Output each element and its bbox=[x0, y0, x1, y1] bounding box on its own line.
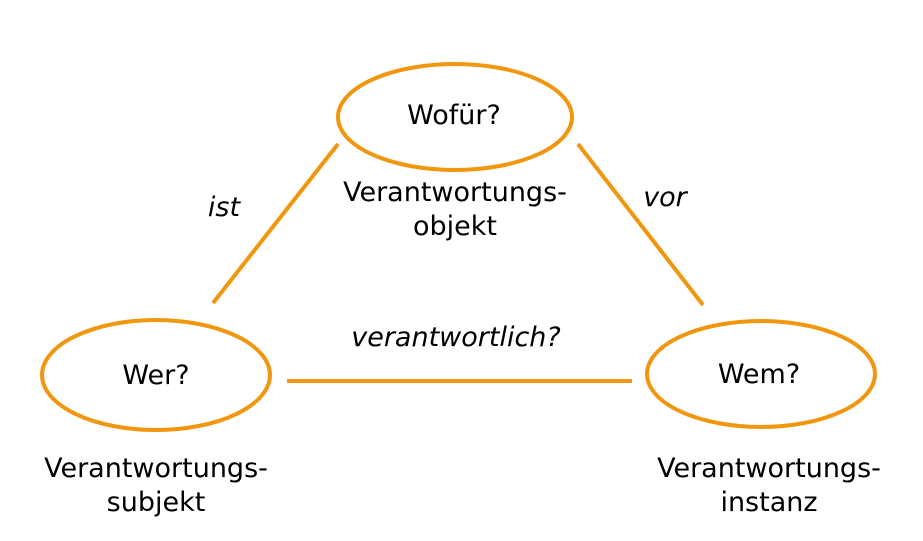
caption-top-line2: objekt bbox=[413, 211, 497, 242]
node-ellipse-right bbox=[645, 319, 877, 429]
edge-line-left-top bbox=[211, 142, 340, 305]
caption-left-line2: subjekt bbox=[106, 487, 206, 518]
caption-left-line1: Verantwortungs- bbox=[44, 453, 268, 484]
caption-top: Verantwortungs- objekt bbox=[305, 176, 605, 244]
caption-top-line1: Verantwortungs- bbox=[343, 177, 567, 208]
node-label-top: Wofür? bbox=[407, 100, 501, 131]
edge-label-top-right: vor bbox=[643, 182, 688, 213]
edge-label-left-top: ist bbox=[208, 192, 242, 223]
caption-right-line2: instanz bbox=[720, 487, 818, 518]
node-ellipse-left bbox=[40, 318, 272, 432]
node-ellipse-top bbox=[336, 62, 574, 172]
node-label-right: Wem? bbox=[718, 359, 800, 390]
edge-label-left-right: verantwortlich? bbox=[351, 322, 561, 353]
caption-right-line1: Verantwortungs- bbox=[657, 453, 881, 484]
node-label-left: Wer? bbox=[122, 360, 189, 391]
edge-line-top-right bbox=[576, 142, 705, 307]
caption-right: Verantwortungs- instanz bbox=[619, 452, 919, 520]
caption-left: Verantwortungs- subjekt bbox=[6, 452, 306, 520]
